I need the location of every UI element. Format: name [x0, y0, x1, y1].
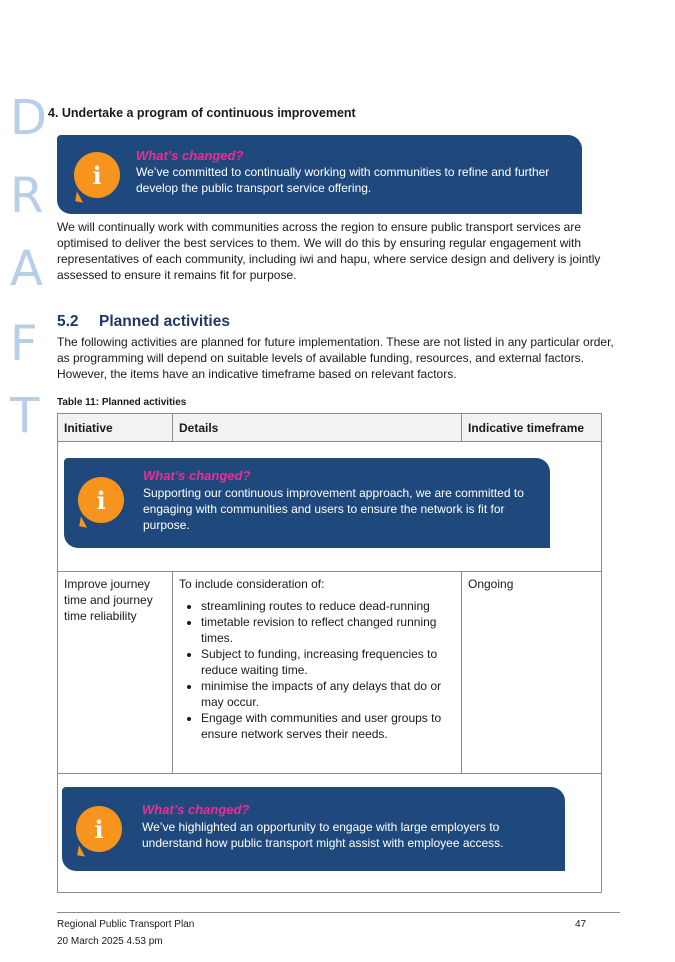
callout-title: What’s changed?: [136, 148, 244, 163]
planned-activities-table: Initiative Details Indicative timeframe …: [57, 413, 602, 893]
table-caption: Table 11: Planned activities: [57, 397, 187, 408]
section-title: Planned activities: [99, 313, 230, 330]
callout-text: We’ve committed to continually working w…: [136, 165, 550, 195]
whats-changed-callout: i What’s changed? Supporting our continu…: [64, 458, 550, 548]
page-number: 47: [575, 919, 587, 930]
section-number: 5.2: [57, 313, 79, 330]
watermark-letter: D: [10, 90, 47, 146]
cell-timeframe: Ongoing: [468, 577, 514, 591]
details-bullet: timetable revision to reflect changed ru…: [201, 614, 454, 646]
section-heading: 5.2 Planned activities: [57, 313, 230, 331]
header-details: Details: [173, 414, 462, 442]
watermark-letter: T: [10, 388, 40, 444]
details-bullet: minimise the impacts of any delays that …: [201, 678, 454, 710]
watermark-letter: R: [10, 168, 44, 224]
details-intro: To include consideration of:: [179, 577, 325, 591]
callout-text: Supporting our continuous improvement ap…: [143, 486, 524, 532]
callout-text: We’ve highlighted an opportunity to enga…: [142, 820, 504, 850]
footer-date: 20 March 2025 4.53 pm: [57, 936, 163, 947]
whats-changed-callout: i What’s changed? We’ve highlighted an o…: [62, 787, 565, 871]
list-heading: 4. Undertake a program of continuous imp…: [48, 106, 356, 120]
details-bullet: streamlining routes to reduce dead-runni…: [201, 598, 454, 614]
section-paragraph: The following activities are planned for…: [57, 335, 614, 381]
whats-changed-callout: i What’s changed? We’ve committed to con…: [57, 135, 582, 214]
intro-paragraph: We will continually work with communitie…: [57, 220, 601, 282]
info-icon: i: [76, 806, 122, 852]
footer-divider: [57, 912, 620, 913]
watermark-letter: F: [10, 316, 38, 372]
header-timeframe: Indicative timeframe: [462, 414, 601, 442]
watermark-letter: A: [10, 241, 43, 297]
info-icon: i: [74, 152, 120, 198]
footer-title: Regional Public Transport Plan: [57, 919, 195, 930]
callout-title: What’s changed?: [142, 802, 250, 817]
cell-initiative: Improve journey time and journey time re…: [64, 577, 153, 623]
cell-details: To include consideration of: streamlinin…: [179, 576, 454, 742]
callout-title: What’s changed?: [143, 468, 251, 483]
info-icon: i: [78, 477, 124, 523]
header-initiative: Initiative: [58, 414, 173, 442]
details-bullet: Engage with communities and user groups …: [201, 710, 454, 742]
details-bullet: Subject to funding, increasing frequenci…: [201, 646, 454, 678]
